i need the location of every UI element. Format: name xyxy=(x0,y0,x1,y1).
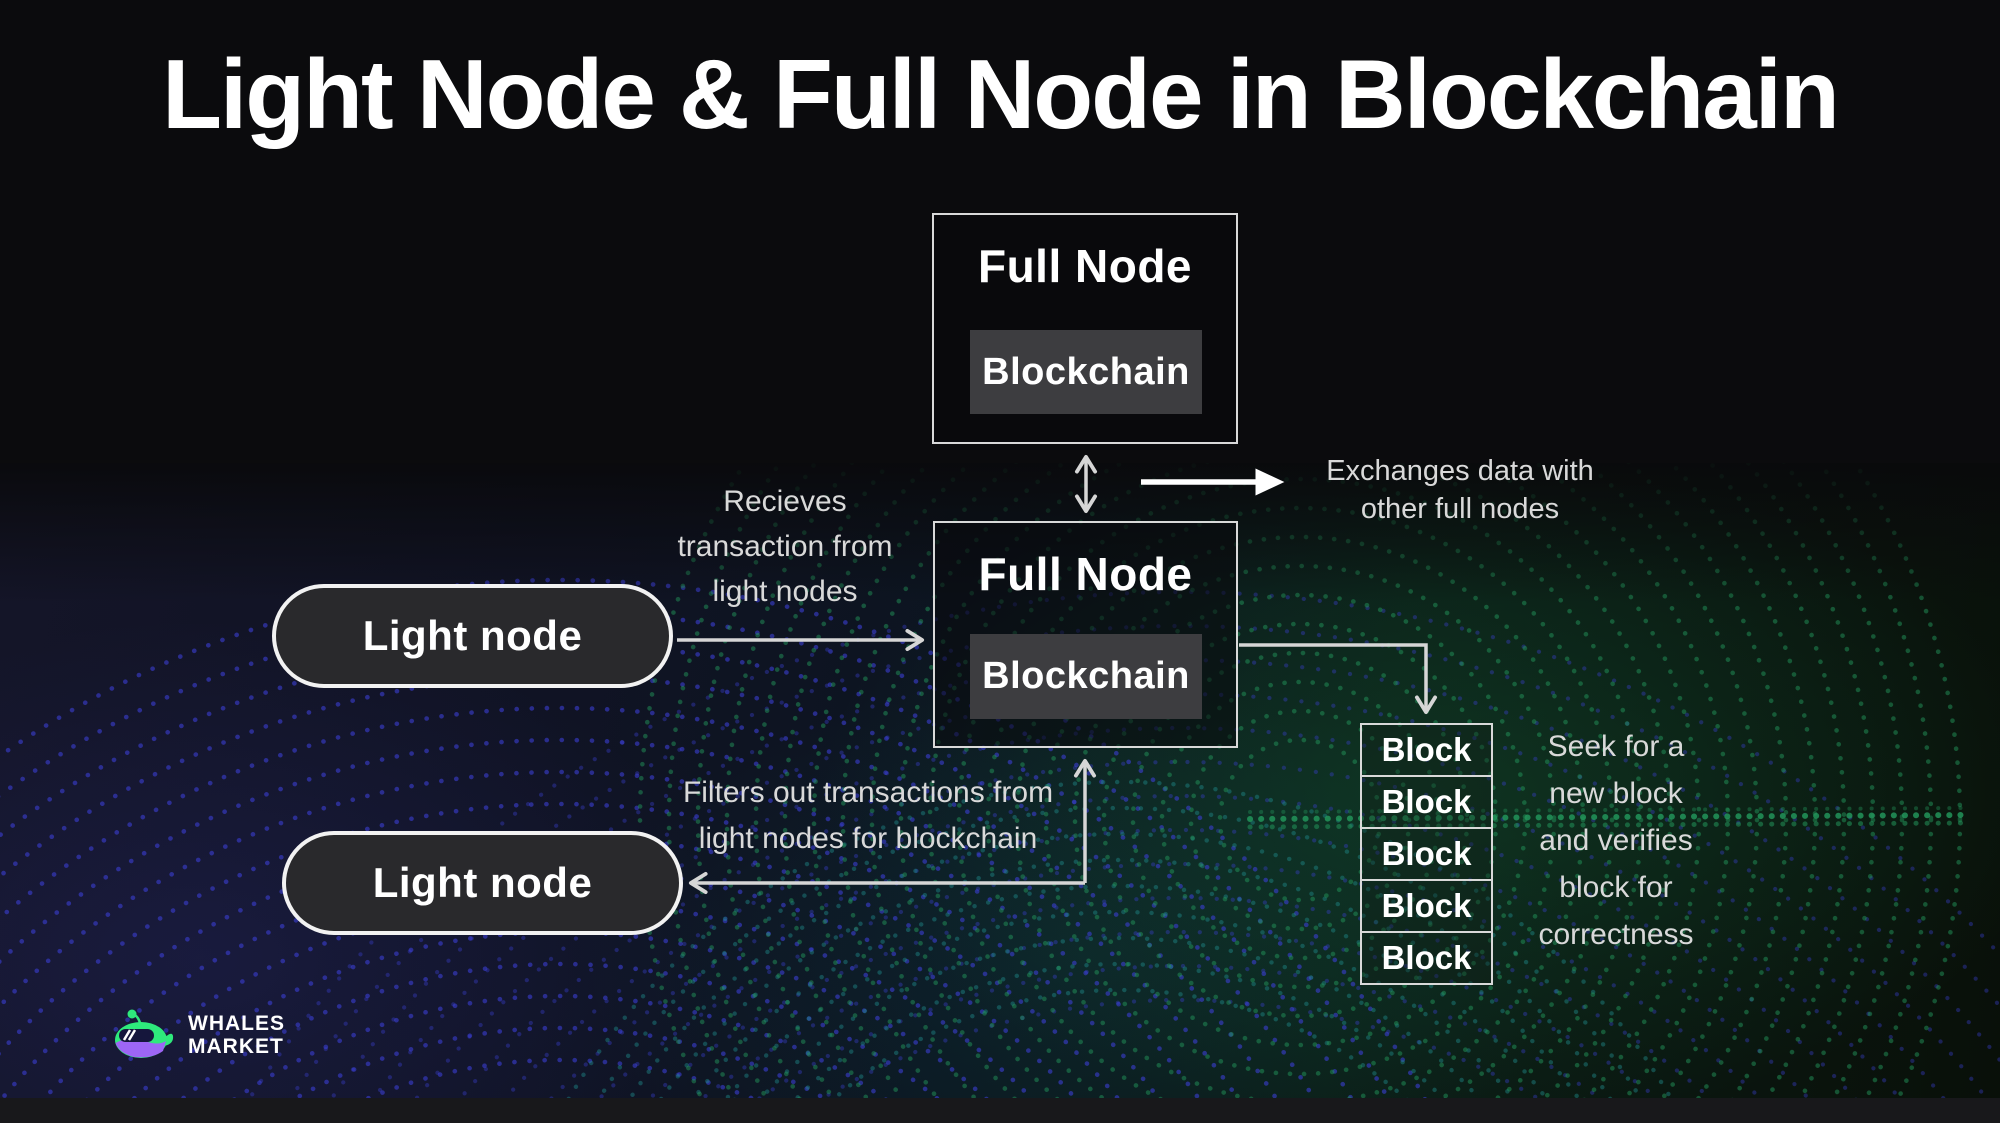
annotation-line: transaction from xyxy=(677,530,893,563)
annotation-line: new block xyxy=(1549,777,1683,810)
light-node-2-pill: Light node xyxy=(282,831,683,935)
mid-full-node-label: Full Node xyxy=(978,548,1193,600)
whale-icon xyxy=(115,1009,174,1058)
bottom-strip xyxy=(0,1098,2000,1123)
annotation-line: and verifies xyxy=(1539,824,1693,857)
mid-blockchain-chip: Blockchain xyxy=(970,634,1202,719)
top-blockchain-chip: Blockchain xyxy=(970,330,1202,414)
top-full-node-box: Full Node Blockchain xyxy=(932,213,1238,444)
whales-market-logo: WHALES MARKET xyxy=(112,1006,285,1064)
mid-full-node-box: Full Node Blockchain xyxy=(933,521,1238,748)
annotation-line: other full nodes xyxy=(1360,493,1560,525)
annotation-line: Recieves xyxy=(723,485,847,518)
annotation-line: correctness xyxy=(1538,918,1694,951)
logo-text-line2: MARKET xyxy=(188,1035,284,1058)
annotation-seek-new-block: Seek for a new block and verifies block … xyxy=(1486,723,1746,958)
block-cell: Block xyxy=(1360,930,1493,986)
annotation-filters-transactions: Filters out transactions from light node… xyxy=(558,770,1178,862)
annotation-line: Filters out transactions from xyxy=(682,776,1054,809)
annotation-line: Seek for a xyxy=(1547,730,1685,763)
annotation-line: light nodes for blockchain xyxy=(698,822,1038,855)
block-cell: Block xyxy=(1360,826,1493,882)
logo-text-line1: WHALES xyxy=(188,1012,285,1035)
block-cell: Block xyxy=(1360,878,1493,934)
block-cell: Block xyxy=(1360,723,1493,778)
annotation-receives-transactions: Recieves transaction from light nodes xyxy=(585,479,985,614)
annotation-exchanges-data: Exchanges data with other full nodes xyxy=(1270,452,1650,528)
annotation-line: light nodes xyxy=(712,575,858,608)
annotation-line: Exchanges data with xyxy=(1326,455,1594,487)
light-node-1-pill: Light node xyxy=(272,584,673,688)
block-cell: Block xyxy=(1360,774,1493,830)
top-full-node-label: Full Node xyxy=(977,240,1193,292)
annotation-line: block for xyxy=(1559,871,1673,904)
block-stack: Block Block Block Block Block xyxy=(1360,723,1493,986)
page-title: Light Node & Full Node in Blockchain xyxy=(162,39,1840,149)
